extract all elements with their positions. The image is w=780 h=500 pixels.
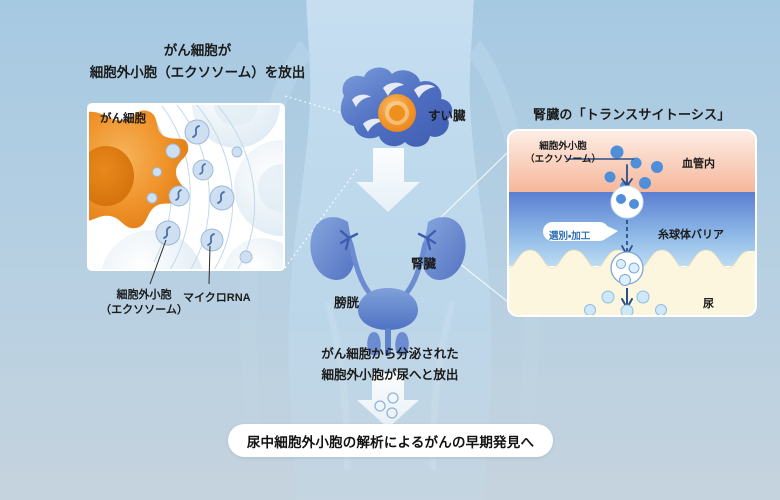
tumor-cell-icon-pancreas (378, 94, 416, 132)
down-arrow-icon-lower (357, 372, 419, 428)
sorting-label: 選別・加工 (549, 231, 591, 242)
transcytosis-cell-upper (610, 185, 644, 219)
left-panel-leader-lines (149, 239, 211, 285)
tumor-cell-icon (88, 110, 189, 229)
exosome-vesicle-icon-urine (584, 290, 667, 316)
microrna-label: マイクロRNA (183, 292, 251, 304)
glomerular-barrier-label: 糸球体バリア (658, 229, 724, 241)
down-arrow-icon-upper (356, 148, 420, 212)
center-caption-line1: がん細胞から分泌された (321, 347, 459, 361)
header-title: がん細胞が 細胞外小胞（エクソソーム）を放出 (0, 40, 395, 84)
neighbour-cells (100, 104, 284, 270)
right-panel-title: 腎臓の「トランスサイトーシス」 (533, 107, 731, 122)
exosome-label-left-line2: （エクソソーム） (100, 304, 188, 317)
kidney-icon (310, 217, 466, 281)
bladder-label: 膀胱 (334, 296, 360, 310)
exosome-label-left: 細胞外小胞 （エクソソーム） (98, 288, 190, 318)
exosome-label-right-line1: 細胞外小胞 (539, 141, 587, 152)
pancreas-label: すい臓 (428, 109, 466, 123)
kidney-label: 腎臓 (411, 257, 437, 271)
sorting-callout-bubble (543, 222, 618, 241)
urine-label: 尿 (703, 298, 714, 310)
cancer-cell-label: がん細胞 (100, 113, 146, 125)
center-caption: がん細胞から分泌された 細胞外小胞が尿へと放出 (280, 344, 500, 385)
transcytosis-cell-lower (610, 251, 644, 286)
exosome-label-right-line2: （エクソソーム） (525, 154, 601, 166)
exosome-label-left-line1: 細胞外小胞 (116, 289, 172, 301)
header-line-1: がん細胞が (163, 43, 232, 58)
exosome-label-right: 細胞外小胞 （エクソソーム） (519, 140, 607, 167)
bladder-icon (358, 288, 418, 356)
conclusion-banner: 尿中細胞外小胞の解析によるがんの早期発見へ (228, 424, 553, 457)
connector-lines-left (284, 95, 359, 269)
exosome-vesicle-icon (146, 119, 253, 264)
header-line-2: 細胞外小胞（エクソソーム）を放出 (89, 64, 306, 80)
center-caption-line2: 細胞外小胞が尿へと放出 (321, 367, 459, 382)
pancreas-icon (340, 67, 453, 147)
blood-vessel-label: 血管内 (682, 158, 715, 170)
